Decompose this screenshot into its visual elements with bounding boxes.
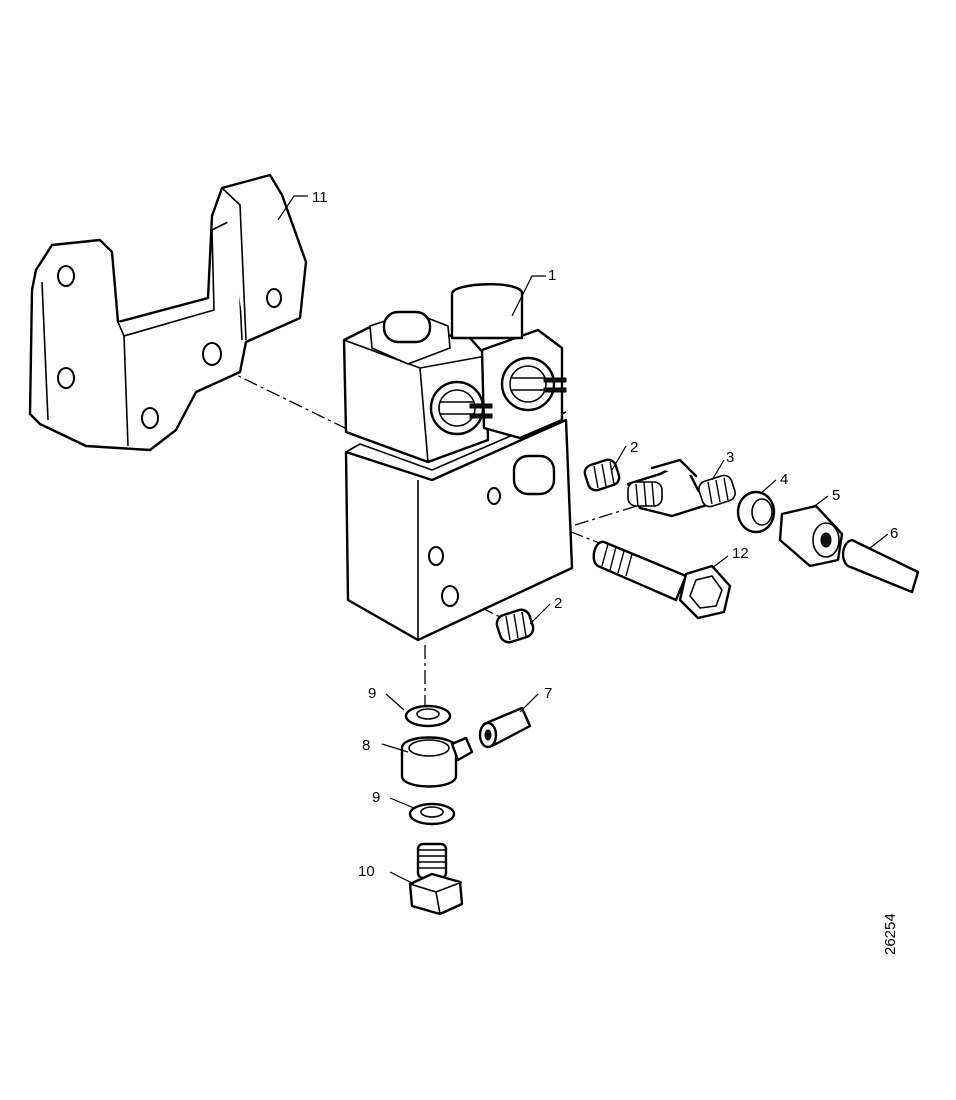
union-nut [778, 504, 844, 568]
callout-12: 12 [732, 545, 749, 562]
figure-reference: 26254 [882, 913, 899, 955]
callout-9-upper: 9 [368, 685, 376, 702]
banjo-union [400, 736, 474, 788]
pipe-sleeve [478, 706, 532, 749]
threaded-plug-upper [583, 458, 621, 492]
callout-2-lower: 2 [554, 595, 562, 612]
elbow-union [626, 458, 736, 518]
banjo-bolt [408, 842, 464, 916]
callout-leaders [277, 195, 889, 885]
mounting-bracket [28, 173, 308, 452]
callout-2-upper: 2 [630, 439, 638, 456]
callout-9-lower: 9 [372, 789, 380, 806]
threaded-plug-lower [495, 608, 535, 644]
callout-3: 3 [726, 449, 734, 466]
sealing-washer-upper [404, 704, 452, 728]
callout-8: 8 [362, 737, 370, 754]
sealing-washer-lower [408, 802, 456, 826]
callout-11: 11 [312, 189, 328, 206]
pipe [841, 538, 920, 594]
callout-10: 10 [358, 863, 375, 880]
solenoid-valve [342, 283, 574, 642]
callout-1: 1 [548, 267, 556, 284]
callout-6: 6 [890, 525, 898, 542]
callout-4: 4 [780, 471, 788, 488]
union-ring [736, 490, 776, 534]
callout-7: 7 [544, 685, 552, 702]
flange-bolt [592, 540, 732, 620]
callout-numbers: 1 2 3 4 5 6 12 2 7 9 8 9 10 11 [312, 189, 898, 880]
callout-5: 5 [832, 487, 840, 504]
